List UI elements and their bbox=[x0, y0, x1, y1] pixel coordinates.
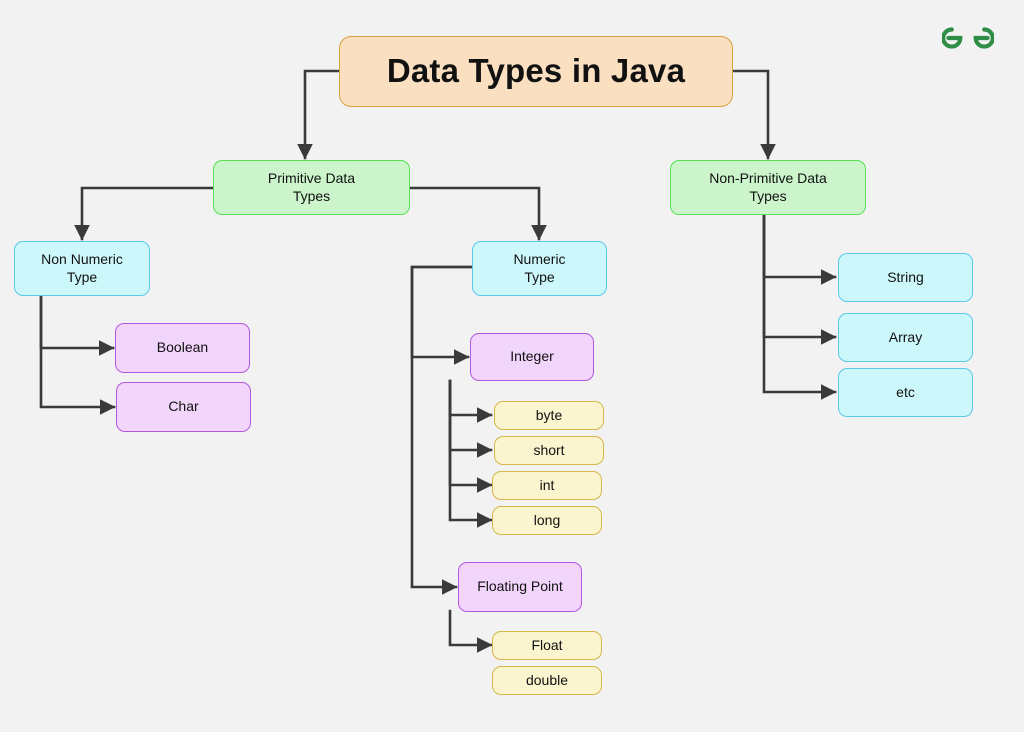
node-long[interactable]: long bbox=[492, 506, 602, 535]
node-primitive-data-types[interactable]: Primitive Data Types bbox=[213, 160, 410, 215]
edge-numeric-floating-point bbox=[410, 265, 474, 595]
node-float[interactable]: Float bbox=[492, 631, 602, 660]
node-char[interactable]: Char bbox=[116, 382, 251, 432]
node-int[interactable]: int bbox=[492, 471, 602, 500]
edge-non-primitive-string bbox=[762, 211, 837, 285]
edge-floating-point-float bbox=[448, 609, 493, 653]
node-double[interactable]: double bbox=[492, 666, 602, 695]
edge-non-numeric-boolean bbox=[39, 293, 115, 356]
node-etc[interactable]: etc bbox=[838, 368, 973, 417]
node-boolean[interactable]: Boolean bbox=[115, 323, 250, 373]
node-title[interactable]: Data Types in Java bbox=[339, 36, 733, 107]
edge-primitive-non-numeric bbox=[74, 186, 215, 241]
node-byte[interactable]: byte bbox=[494, 401, 604, 430]
edge-numeric-integer bbox=[410, 265, 474, 365]
edge-non-numeric-char bbox=[39, 293, 116, 415]
edge-integer-byte bbox=[448, 379, 493, 423]
edge-title-primitive bbox=[297, 69, 341, 160]
edge-integer-int bbox=[448, 379, 493, 493]
edge-non-primitive-array bbox=[762, 211, 837, 345]
edge-primitive-numeric bbox=[408, 186, 547, 241]
node-non-numeric-type[interactable]: Non Numeric Type bbox=[14, 241, 150, 296]
node-short[interactable]: short bbox=[494, 436, 604, 465]
node-numeric-type[interactable]: Numeric Type bbox=[472, 241, 607, 296]
geeksforgeeks-logo-icon bbox=[942, 27, 994, 49]
edge-non-primitive-etc bbox=[762, 211, 837, 400]
edge-integer-long bbox=[448, 379, 493, 528]
node-array[interactable]: Array bbox=[838, 313, 973, 362]
edge-title-non-primitive bbox=[731, 69, 776, 160]
node-non-primitive-data-types[interactable]: Non-Primitive Data Types bbox=[670, 160, 866, 215]
node-floating-point[interactable]: Floating Point bbox=[458, 562, 582, 612]
edge-integer-short bbox=[448, 379, 493, 458]
node-integer[interactable]: Integer bbox=[470, 333, 594, 381]
node-string[interactable]: String bbox=[838, 253, 973, 302]
